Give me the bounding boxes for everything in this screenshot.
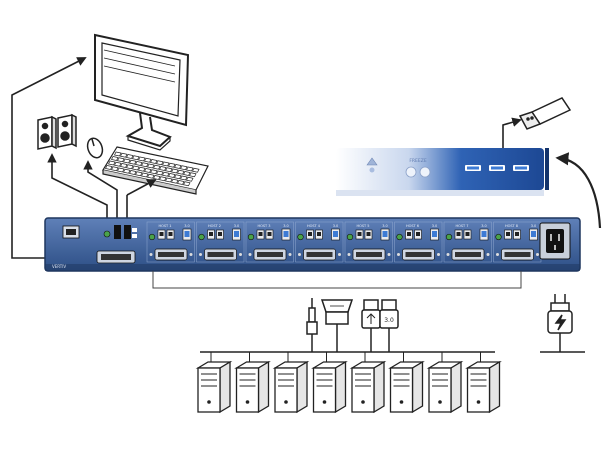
console-usb-port — [124, 225, 131, 239]
usb3-tag: 3.0 — [432, 224, 438, 228]
console-usb-port — [114, 225, 121, 239]
front-panel-triangle-icon — [366, 157, 378, 173]
audio-jack — [247, 233, 255, 241]
audio-jack — [346, 233, 354, 241]
channel-port-group: HOST 6 3.0 — [394, 221, 443, 263]
usb-stick-icon — [518, 97, 572, 130]
computer-tower-icon — [272, 352, 310, 414]
console-ports — [62, 225, 137, 264]
host-tag: HOST 2 — [208, 224, 221, 228]
monitor-icon — [94, 33, 190, 151]
host-tag: HOST 6 — [406, 224, 419, 228]
computer-tower-icon — [311, 352, 348, 414]
usb-stick-cable — [502, 117, 522, 150]
usb3-tag: 3.0 — [283, 224, 289, 228]
computer-tower-icon — [195, 352, 233, 414]
host-tag: HOST 1 — [158, 224, 171, 228]
mouse-icon — [86, 137, 104, 159]
usb3-label: 3.0 — [384, 317, 394, 324]
computer-tower-icon — [465, 352, 502, 414]
channel-port-group: HOST 2 3.0 — [196, 221, 245, 263]
usb3-tag: 3.0 — [234, 224, 240, 228]
usb-connector-icon — [361, 299, 381, 352]
computer-tower-icon — [426, 352, 464, 414]
speakers-icon — [37, 113, 77, 150]
computer-cable-connectors: 3.0 — [306, 294, 585, 353]
audio-jack — [495, 233, 502, 241]
lightning-icon — [554, 314, 567, 331]
usb3-tag: 3.0 — [382, 224, 388, 228]
audio-jack — [396, 233, 403, 241]
host-tag: HOST 4 — [307, 224, 321, 228]
channel-port-group: HOST 4 3.0 — [295, 221, 344, 263]
usb3-tag: 3.0 — [481, 224, 487, 228]
host-tag: HOST 8 — [505, 224, 518, 228]
power-connector-icon — [540, 294, 585, 353]
dvi-connector-icon — [320, 299, 354, 352]
channel-port-group: HOST 5 3.0 — [344, 221, 393, 263]
usb3-tag: 3.0 — [184, 224, 190, 228]
host-tag: HOST 3 — [257, 224, 270, 228]
host-tag: HOST 7 — [455, 224, 468, 228]
freeze-buttons[interactable]: FREEZE — [405, 158, 431, 178]
freeze-label: FREEZE — [409, 158, 426, 164]
computer-tower-icon — [388, 352, 425, 414]
console-audio-jack — [103, 230, 111, 238]
computer-tower-icon — [349, 352, 387, 414]
front-usb-ports[interactable] — [465, 165, 529, 171]
channel-port-group: HOST 7 3.0 — [443, 221, 492, 263]
audio-jack — [148, 233, 156, 241]
audio-jack — [445, 233, 453, 241]
usb3-tag: 3.0 — [333, 224, 339, 228]
channel-bracket — [152, 271, 522, 289]
channel-port-group: HOST 1 3.0 — [146, 221, 195, 263]
channel-port-group: HOST 3 3.0 — [245, 221, 294, 263]
brand-label: VERTIV — [52, 264, 66, 269]
usb3-tag: 3.0 — [531, 224, 537, 228]
front-panel: FREEZE — [336, 148, 549, 196]
computers — [195, 352, 502, 414]
audio-plug-icon — [306, 298, 318, 352]
audio-jack — [198, 233, 205, 241]
usb3-connector-icon: 3.0 — [379, 299, 399, 352]
power-inlet — [539, 222, 571, 260]
keyboard-icon — [102, 146, 209, 195]
front-panel-arrow — [555, 152, 602, 229]
computer-tower-icon — [234, 352, 271, 414]
audio-jack — [297, 233, 304, 241]
host-tag: HOST 5 — [356, 224, 369, 228]
